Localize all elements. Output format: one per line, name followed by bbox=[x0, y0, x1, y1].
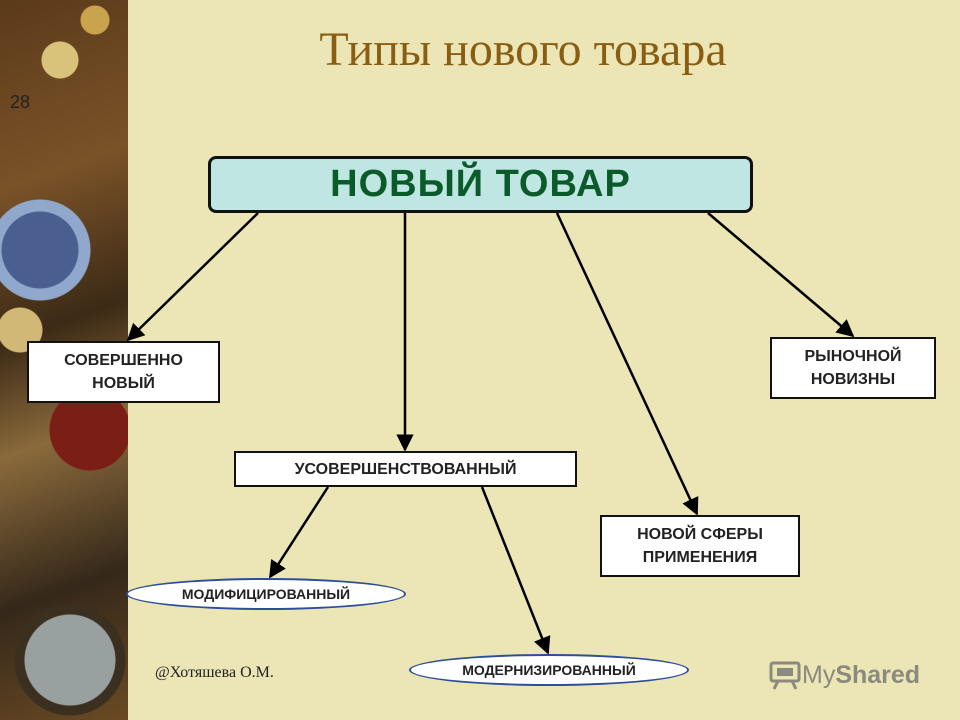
arrow-to-modified bbox=[268, 486, 330, 579]
author-credit: @Хотяшева О.М. bbox=[155, 664, 274, 681]
arrow-to-market-novelty bbox=[707, 212, 855, 338]
watermark-logo: MyShared bbox=[768, 660, 920, 690]
node-completely-new: СОВЕРШЕННО НОВЫЙ bbox=[27, 341, 220, 403]
watermark-text: MyShared bbox=[802, 661, 920, 690]
node-new-application-line2: ПРИМЕНЕНИЯ bbox=[642, 549, 758, 566]
arrow-to-modernized bbox=[480, 486, 551, 655]
node-improved: УСОВЕРШЕНСТВОВАННЫЙ bbox=[234, 451, 577, 487]
node-market-novelty-line2: НОВИЗНЫ bbox=[810, 371, 896, 388]
watermark-brand-b: Shared bbox=[835, 660, 921, 689]
node-completely-new-line1: СОВЕРШЕННО bbox=[64, 352, 183, 369]
root-node-new-product: НОВЫЙ ТОВАР bbox=[208, 156, 753, 213]
watermark-brand-a: My bbox=[802, 660, 836, 689]
arrow-to-new-application bbox=[555, 212, 699, 516]
node-new-application: НОВОЙ СФЕРЫ ПРИМЕНЕНИЯ bbox=[600, 515, 800, 577]
node-market-novelty: РЫНОЧНОЙ НОВИЗНЫ bbox=[770, 337, 936, 399]
node-modernized: МОДЕРНИЗИРОВАННЫЙ bbox=[409, 654, 689, 686]
node-modified: МОДИФИЦИРОВАННЫЙ bbox=[126, 578, 406, 610]
slide-title: Типы нового товара bbox=[319, 23, 727, 76]
node-new-application-line1: НОВОЙ СФЕРЫ bbox=[637, 526, 763, 543]
arrow-to-completely-new bbox=[126, 212, 259, 342]
projector-icon bbox=[769, 661, 801, 690]
node-market-novelty-line1: РЫНОЧНОЙ bbox=[804, 348, 902, 365]
slide-number: 28 bbox=[10, 92, 31, 112]
node-completely-new-line2: НОВЫЙ bbox=[92, 375, 155, 392]
